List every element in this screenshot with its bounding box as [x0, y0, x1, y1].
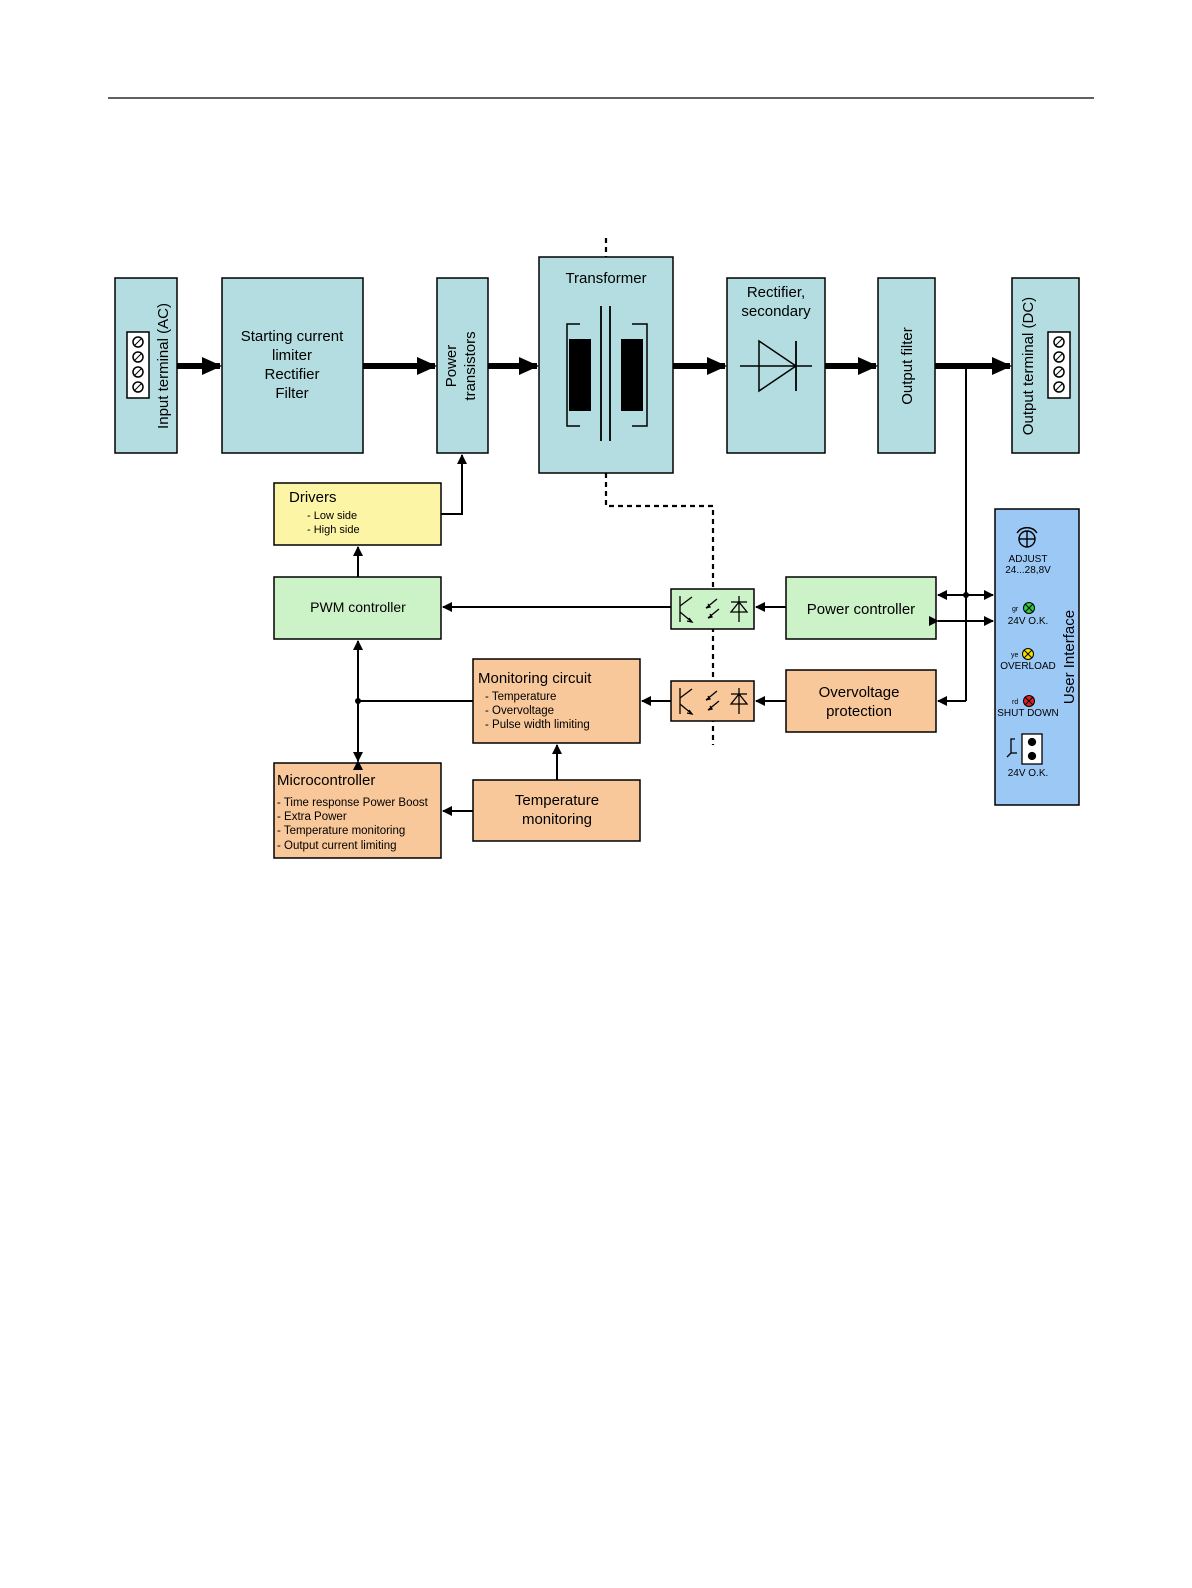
overvoltage-protection-block: Overvoltage protection [785, 669, 937, 733]
overvoltage-protection-box [785, 669, 937, 733]
output-terminal-label: Output terminal (DC) [1020, 297, 1037, 435]
wire-drivers-to-transistors [441, 454, 467, 515]
overvoltage-line2: protection [826, 703, 892, 720]
rectifier-secondary-line1: Rectifier, [747, 284, 805, 301]
power-transistors-line1: Power [443, 345, 460, 388]
optocoupler-icon [679, 688, 749, 715]
adjust-range: 24...28,8V [1005, 565, 1051, 576]
pwm-controller-block: PWM controller [273, 576, 442, 640]
microcontroller-title: Microcontroller [277, 772, 375, 789]
power-transistors-block: Power transistors [436, 277, 489, 454]
led-green-tag: gr [1012, 606, 1019, 613]
rectifier-secondary-line2: secondary [741, 303, 811, 320]
optocoupler-icon [679, 596, 749, 623]
led-yellow-label: OVERLOAD [1000, 661, 1056, 672]
led-red-tag: rd [1012, 699, 1018, 706]
starting-current-box [221, 277, 364, 454]
temperature-monitoring-box [472, 779, 641, 842]
monitoring-circuit-title: Monitoring circuit [478, 670, 592, 687]
power-controller-block: Power controller [785, 576, 937, 640]
led-red-icon [1023, 695, 1035, 707]
drivers-box [273, 482, 442, 546]
starting-current-block: Starting current limiter Rectifier Filte… [221, 277, 364, 454]
micro-item-extra: - Extra Power [277, 811, 347, 823]
microcontroller-block: Microcontroller - Time response Power Bo… [273, 762, 442, 859]
starting-current-line4: Filter [275, 385, 308, 402]
temperature-monitoring-line2: monitoring [522, 811, 592, 828]
transformer-label: Transformer [565, 270, 646, 287]
monitoring-item-pulse: - Pulse width limiting [485, 719, 590, 731]
monitoring-circuit-block: Monitoring circuit - Temperature - Overv… [472, 658, 641, 744]
overvoltage-line1: Overvoltage [819, 684, 900, 701]
rectifier-secondary-block: Rectifier, secondary [726, 277, 826, 454]
input-terminal-label: Input terminal (AC) [155, 303, 172, 429]
monitoring-item-temperature: - Temperature [485, 691, 556, 703]
transformer-box [538, 256, 674, 474]
adjust-label: ADJUST [1009, 554, 1048, 565]
micro-item-current: - Output current limiting [277, 840, 397, 852]
starting-current-line1: Starting current [241, 328, 344, 345]
temperature-monitoring-block: Temperature monitoring [472, 779, 641, 842]
junction-dots [355, 363, 969, 704]
pwm-controller-label: PWM controller [310, 599, 406, 615]
monitoring-circuit-box [472, 658, 641, 744]
power-controller-box [785, 576, 937, 640]
output-filter-block: Output filter [877, 277, 936, 454]
starting-current-line3: Rectifier [264, 366, 319, 383]
power-transistors-line2: transistors [462, 331, 479, 400]
transformer-symbol-icon [566, 306, 648, 441]
user-interface-title: User Interface [1061, 610, 1078, 704]
micro-item-temp: - Temperature monitoring [277, 825, 405, 837]
drivers-item-low: - Low side [307, 510, 357, 522]
terminal-connector-icon [126, 331, 150, 399]
led-yellow-icon [1022, 648, 1034, 660]
power-controller-label: Power controller [807, 601, 915, 618]
output-terminal-block: Output terminal (DC) [1011, 277, 1080, 454]
led-yellow-tag: ye [1011, 652, 1019, 659]
drivers-item-high: - High side [307, 524, 360, 536]
power-transistors-box [436, 277, 489, 454]
input-terminal-block: Input terminal (AC) [114, 277, 178, 454]
led-green-label: 24V O.K. [1008, 616, 1049, 627]
output-filter-box [877, 277, 936, 454]
micro-item-boost: - Time response Power Boost [277, 797, 429, 809]
relay-label: 24V O.K. [1008, 768, 1049, 779]
terminal-connector-icon [1047, 331, 1071, 399]
starting-current-line2: limiter [272, 347, 312, 364]
monitoring-item-overvoltage: - Overvoltage [485, 705, 554, 717]
transformer-block: Transformer [538, 256, 674, 474]
optocoupler-bottom [670, 680, 755, 722]
output-filter-label: Output filter [899, 327, 916, 405]
adjust-potentiometer-icon[interactable] [1016, 527, 1038, 548]
drivers-block: Drivers - Low side - High side [273, 482, 442, 546]
led-red-label: SHUT DOWN [997, 708, 1058, 719]
user-interface-panel: User Interface ADJUST 24...28,8V gr 24V … [994, 508, 1080, 806]
led-green-icon [1023, 602, 1035, 614]
diode-icon [740, 339, 812, 393]
relay-contact-icon [1006, 733, 1043, 765]
drivers-title: Drivers [289, 489, 337, 506]
temperature-monitoring-line1: Temperature [515, 792, 599, 809]
optocoupler-top [670, 588, 755, 630]
microcontroller-box [273, 762, 442, 859]
isolation-boundary [604, 238, 715, 745]
